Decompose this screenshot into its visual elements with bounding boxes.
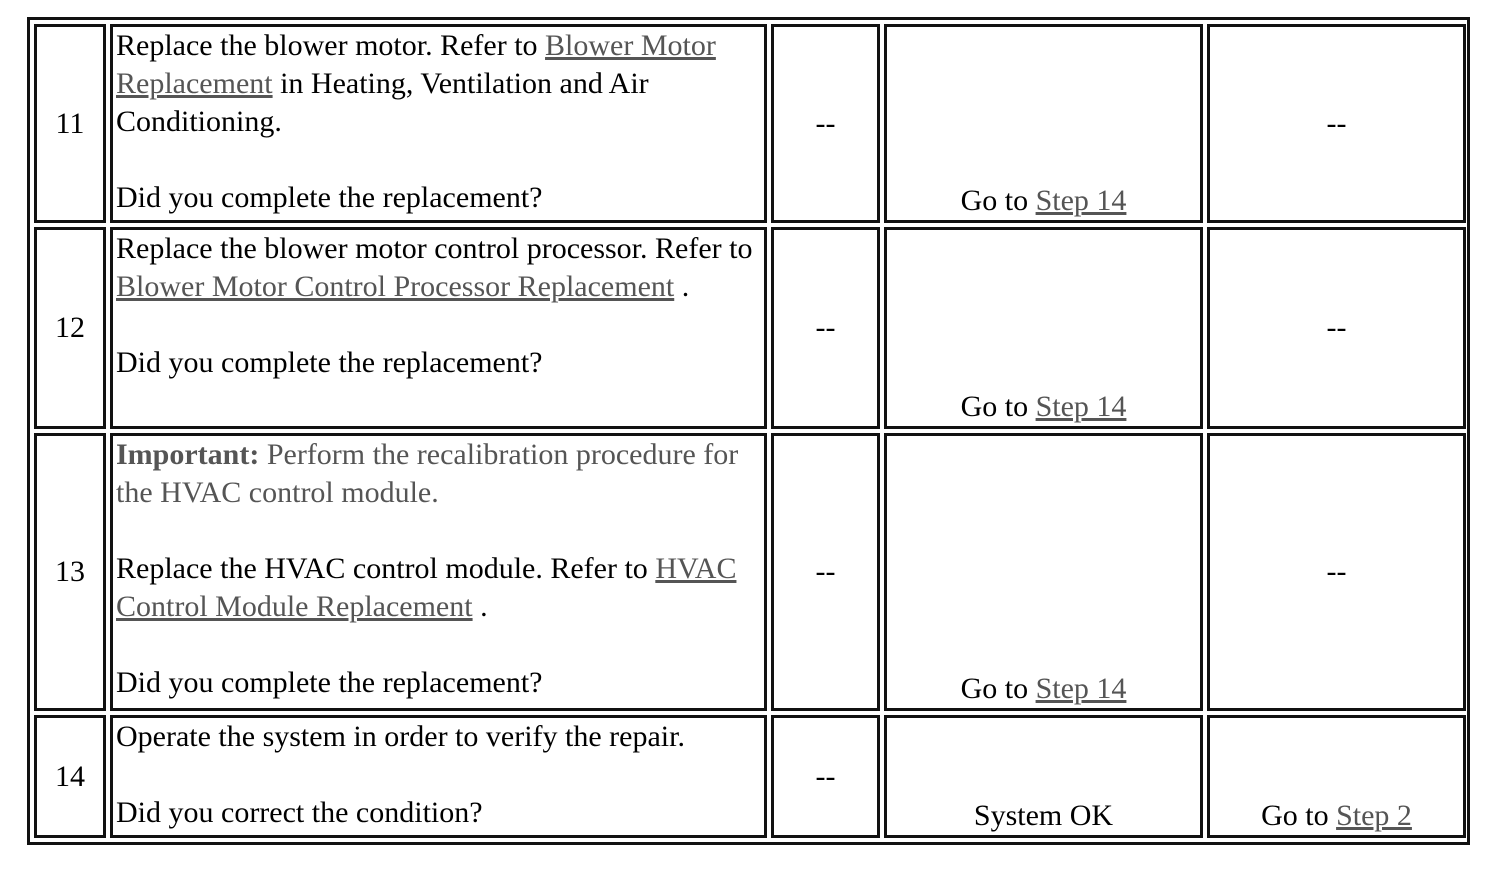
value-cell: -- — [771, 227, 880, 429]
yes-prefix: Go to — [960, 184, 1036, 218]
important-label: Important: — [116, 437, 260, 471]
spacer — [116, 141, 764, 179]
blower-motor-replacement-link[interactable]: Blower Motor Replacement — [116, 29, 716, 100]
go-to-step-2-link[interactable]: Step 2 — [1336, 799, 1412, 832]
action-instruction: Replace the blower motor control process… — [116, 230, 764, 306]
no-cell: -- — [1207, 432, 1466, 712]
table-row-step-13: 13 Important: Perform the recalibration … — [34, 432, 1466, 712]
go-to-step-14-link[interactable]: Step 14 — [1035, 672, 1127, 706]
action-question: Did you complete the replacement? — [116, 181, 543, 214]
action-cell: Replace the blower motor. Refer to Blowe… — [110, 24, 767, 224]
action-question: Did you correct the condition? — [116, 796, 483, 830]
table-row-step-11: 11 Replace the blower motor. Refer to Bl… — [34, 24, 1466, 224]
go-to-step-14-link[interactable]: Step 14 — [1035, 389, 1127, 423]
blower-motor-control-processor-replacement-link[interactable]: Blower Motor Control Processor Replaceme… — [116, 270, 675, 304]
no-cell: -- — [1207, 24, 1466, 224]
yes-cell: Go to Step 14 — [884, 432, 1203, 712]
action-text: Replace the blower motor control process… — [116, 232, 753, 266]
spacer — [116, 756, 764, 794]
important-text: Perform the recalibration procedure for … — [116, 437, 739, 509]
step-number: 12 — [34, 227, 106, 429]
action-text-end: . — [674, 270, 690, 304]
spacer — [116, 626, 764, 664]
no-cell: -- — [1207, 227, 1466, 429]
action-instruction: Replace the blower motor. Refer to Blowe… — [116, 27, 764, 141]
spacer — [116, 306, 764, 344]
spacer — [116, 512, 764, 550]
step-number: 11 — [34, 24, 106, 224]
action-cell: Operate the system in order to verify th… — [110, 715, 767, 838]
go-to-step-14-link[interactable]: Step 14 — [1035, 184, 1127, 218]
step-number: 14 — [34, 715, 106, 838]
value-cell: -- — [771, 715, 880, 838]
action-text: Replace the HVAC control module. Refer t… — [116, 551, 656, 585]
table-row-step-12: 12 Replace the blower motor control proc… — [34, 227, 1466, 429]
action-instruction: Replace the HVAC control module. Refer t… — [116, 550, 764, 626]
yes-cell: Go to Step 14 — [884, 227, 1203, 429]
important-note: Important: Perform the recalibration pro… — [116, 436, 764, 512]
table-row-step-14: 14 Operate the system in order to verify… — [34, 715, 1466, 838]
action-instruction: Operate the system in order to verify th… — [116, 720, 685, 754]
value-cell: -- — [771, 24, 880, 224]
yes-cell: Go to Step 14 — [884, 24, 1203, 224]
action-cell: Replace the blower motor control process… — [110, 227, 767, 429]
yes-prefix: Go to — [960, 389, 1036, 423]
action-cell: Important: Perform the recalibration pro… — [110, 432, 767, 712]
hvac-control-module-replacement-link[interactable]: HVAC Control Module Replacement — [116, 551, 737, 623]
diagnostic-table-frame: 11 Replace the blower motor. Refer to Bl… — [27, 17, 1470, 845]
value-cell: -- — [771, 432, 880, 712]
no-prefix: Go to — [1261, 799, 1337, 832]
yes-prefix: Go to — [960, 672, 1036, 706]
action-text-end: . — [472, 589, 488, 623]
action-text: Replace the blower motor. Refer to — [116, 29, 546, 62]
step-number: 13 — [34, 432, 106, 712]
no-cell: Go to Step 2 — [1207, 715, 1466, 838]
diagnostic-table: 11 Replace the blower motor. Refer to Bl… — [30, 20, 1470, 842]
action-question: Did you complete the replacement? — [116, 665, 543, 699]
action-text-end: in Heating, Ventilation and Air Conditio… — [116, 67, 649, 138]
yes-cell: System OK — [884, 715, 1203, 838]
action-question: Did you complete the replacement? — [116, 346, 543, 380]
